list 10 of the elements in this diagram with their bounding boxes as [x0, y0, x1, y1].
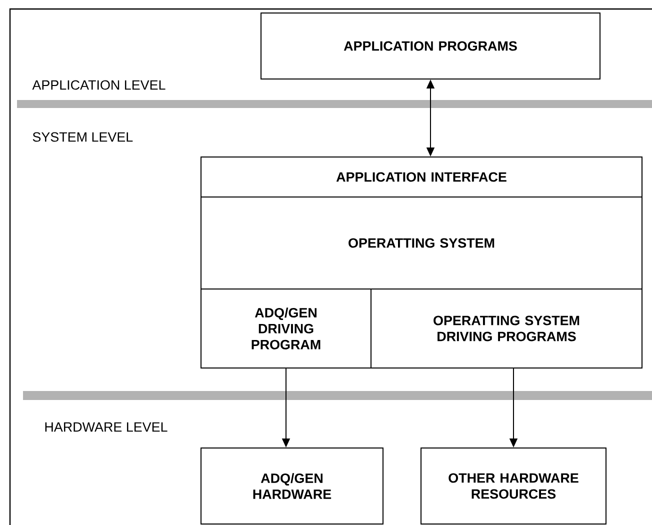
level-label: HARDWARE LEVEL — [45, 422, 168, 432]
block-box: APPLICATION PROGRAMS — [260, 12, 600, 80]
block-box: ADQ/GEN DRIVING PROGRAM — [200, 288, 372, 368]
block-box: OPERATTING SYSTEM — [200, 196, 642, 290]
level-label: APPLICATION LEVEL — [32, 80, 166, 90]
block-box: APPLICATION INTERFACE — [200, 156, 642, 198]
level-label: SYSTEM LEVEL — [32, 132, 133, 142]
block-box: OTHER HARDWARE RESOURCES — [420, 448, 606, 524]
block-box: OPERATTING SYSTEM DRIVING PROGRAMS — [370, 288, 642, 368]
block-box: ADQ/GEN HARDWARE — [200, 448, 384, 524]
